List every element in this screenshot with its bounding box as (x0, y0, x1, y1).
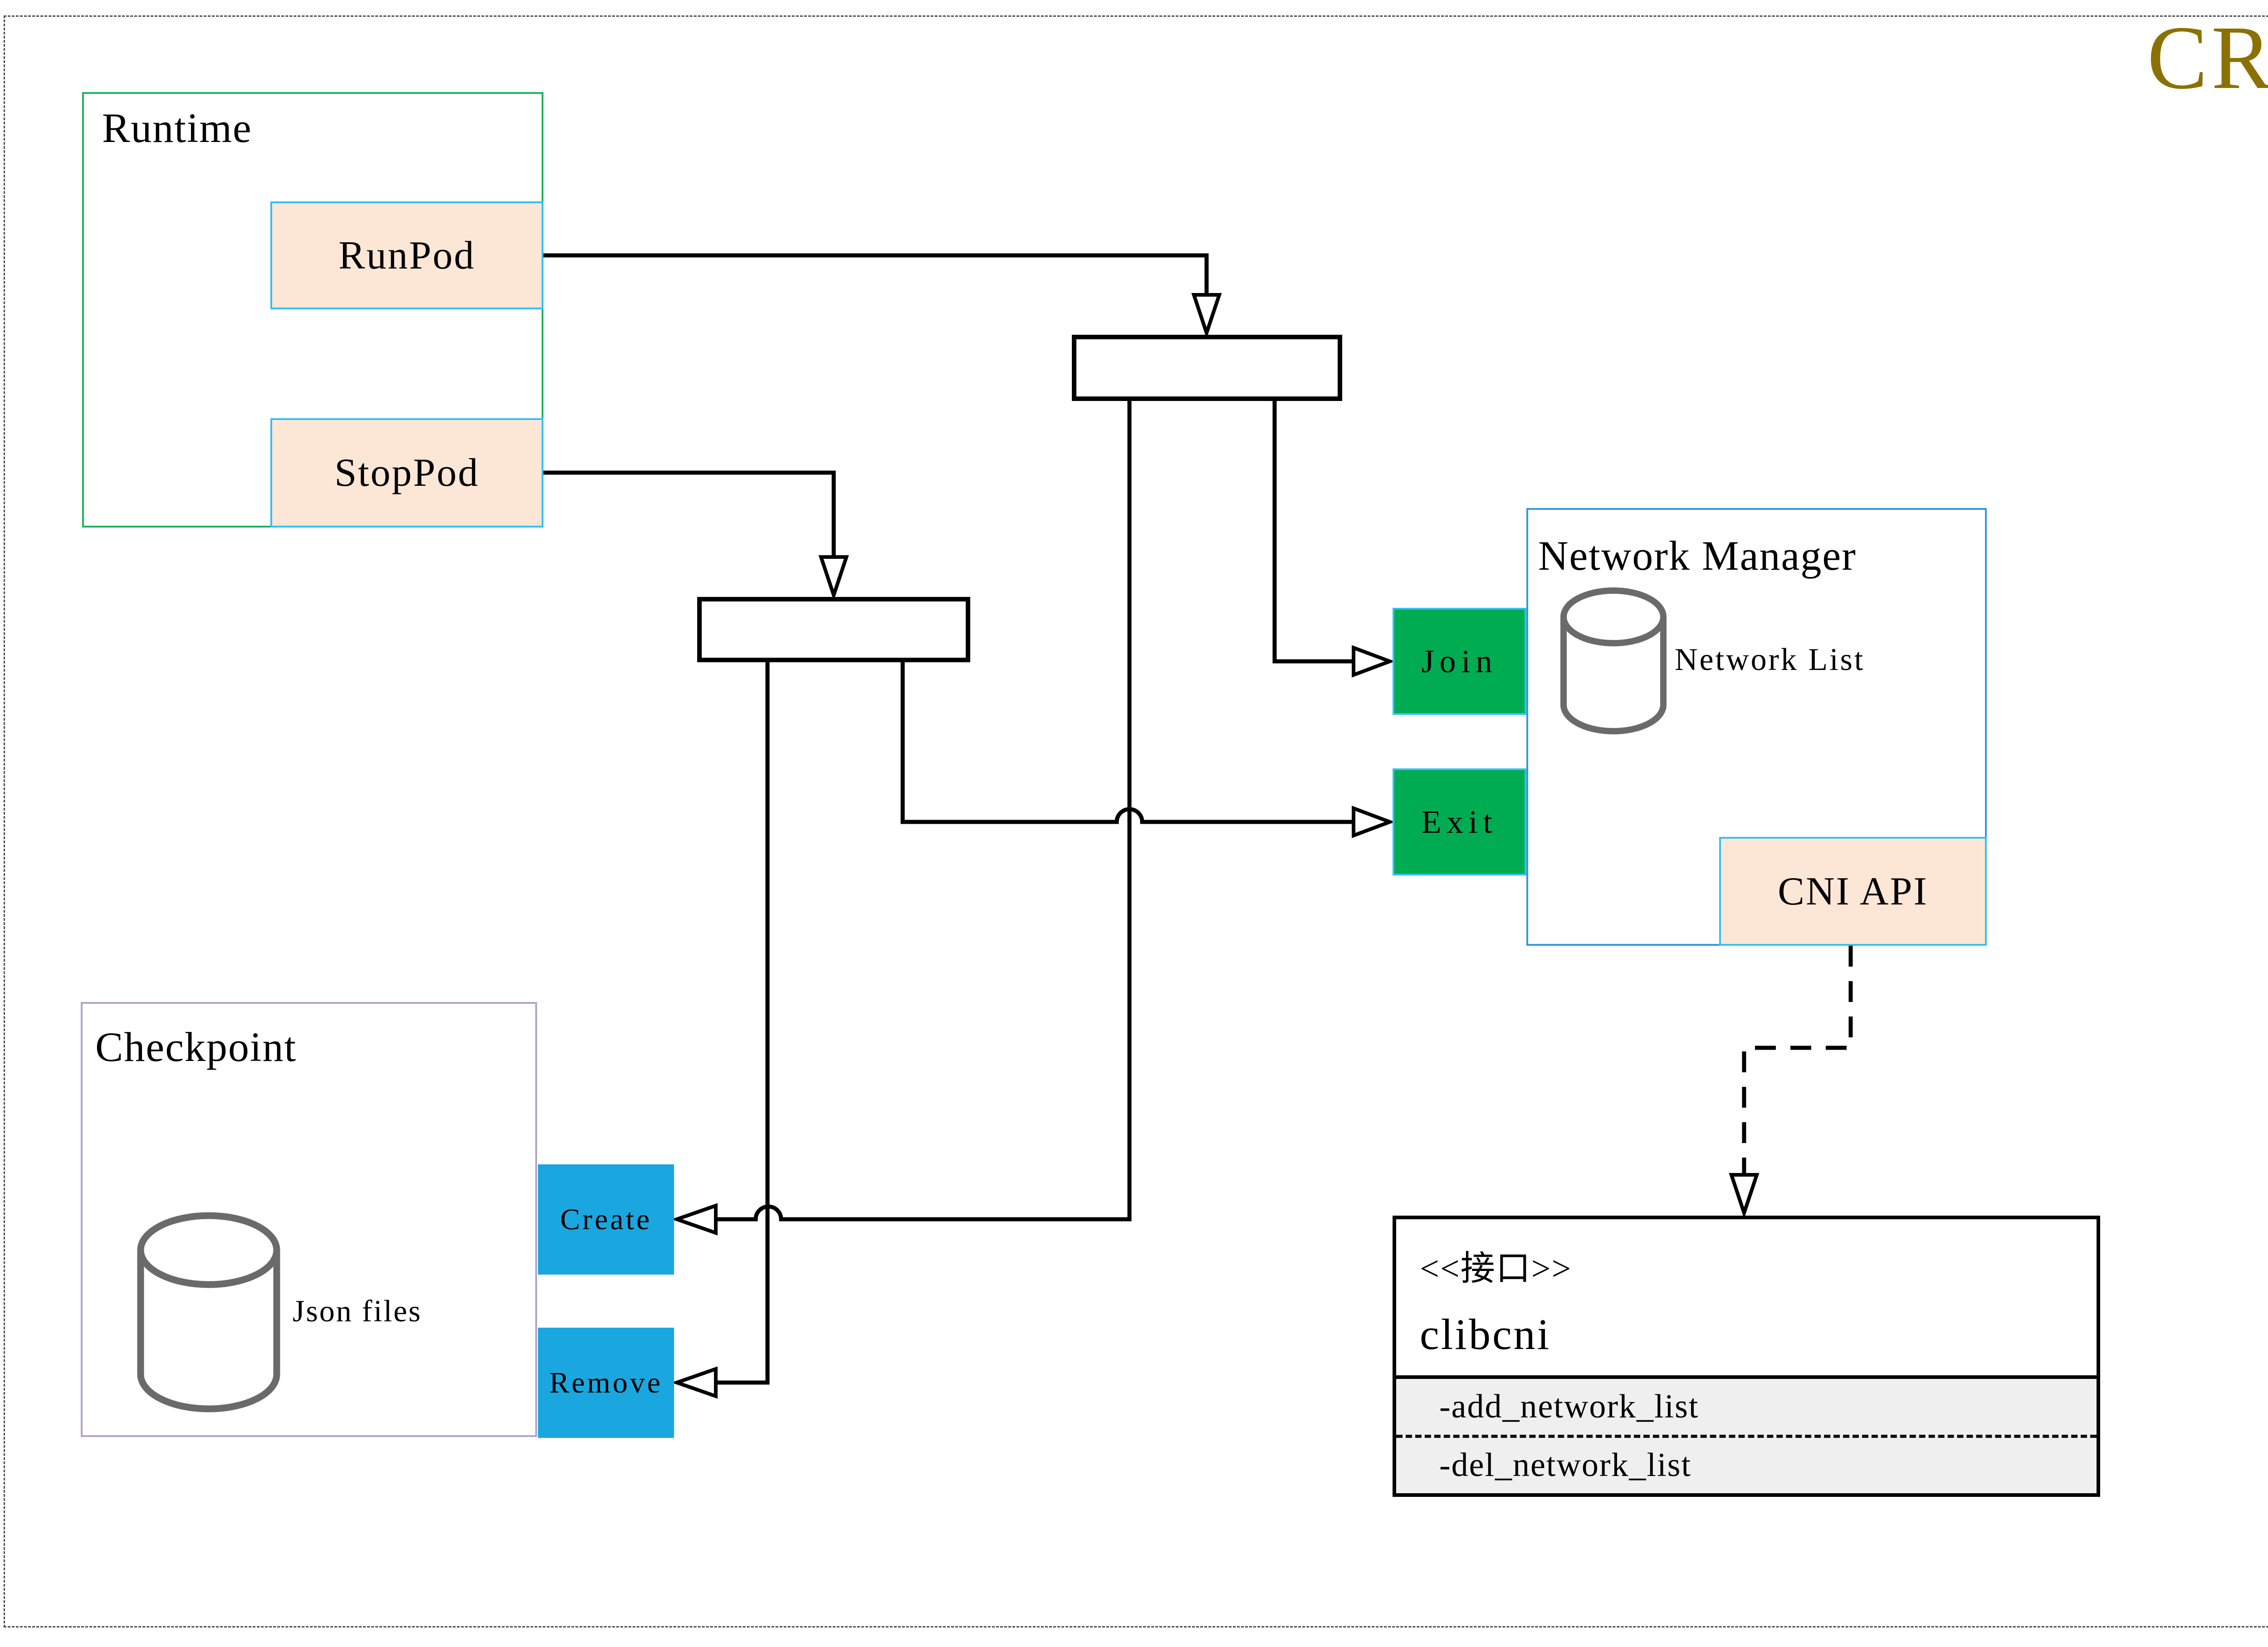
connector-runpod-to-junction1 (543, 253, 1209, 294)
remove-node: Remove (538, 1328, 674, 1438)
junction-box-1 (1072, 335, 1342, 401)
arrowhead-down-junction1 (1191, 293, 1222, 339)
join-node: Join (1393, 608, 1526, 715)
clibcni-header: <<接口>> clibcni (1396, 1219, 2097, 1375)
clibcni-stereotype: <<接口>> (1420, 1250, 1572, 1288)
clibcni-interface-box: <<接口>> clibcni -add_network_list -del_ne… (1393, 1216, 2100, 1497)
checkpoint-title: Checkpoint (95, 1024, 297, 1070)
arrowhead-right-exit (1352, 806, 1395, 838)
clibcni-attribute-add: -add_network_list (1396, 1379, 2097, 1438)
connector-cniapi-to-clibcni-dashed (1742, 946, 1853, 1173)
clibcni-attributes: -add_network_list -del_network_list (1396, 1375, 2097, 1493)
connector-junction2-to-exit (900, 662, 1354, 824)
runpod-node: RunPod (270, 201, 543, 309)
connector-junction2-to-remove (716, 662, 770, 1385)
network-list-label: Network List (1675, 642, 1865, 677)
clibcni-name: clibcni (1420, 1310, 1551, 1359)
connector-junction1-to-create (716, 401, 1132, 1222)
arrowhead-left-remove (671, 1366, 718, 1399)
connector-stoppod-to-junction2 (543, 470, 836, 556)
junction-box-2 (697, 597, 970, 662)
checkpoint-box: Checkpoint (81, 1002, 537, 1437)
connector-junction1-to-join (1272, 401, 1354, 664)
network-manager-title: Network Manager (1538, 533, 1857, 579)
create-node: Create (538, 1164, 674, 1275)
cri-title: CRI (2147, 8, 2268, 108)
cni-api-node: CNI API (1719, 837, 1987, 946)
json-files-label: Json files (293, 1293, 422, 1328)
stoppod-node: StopPod (270, 418, 543, 528)
arrowhead-left-create (671, 1203, 718, 1236)
exit-node: Exit (1393, 768, 1526, 875)
arrowhead-right-join (1352, 645, 1395, 678)
arrowhead-down-clibcni (1729, 1173, 1760, 1219)
runtime-title: Runtime (102, 105, 252, 151)
clibcni-attribute-del: -del_network_list (1439, 1447, 1692, 1484)
arrowhead-down-junction2 (818, 555, 849, 601)
